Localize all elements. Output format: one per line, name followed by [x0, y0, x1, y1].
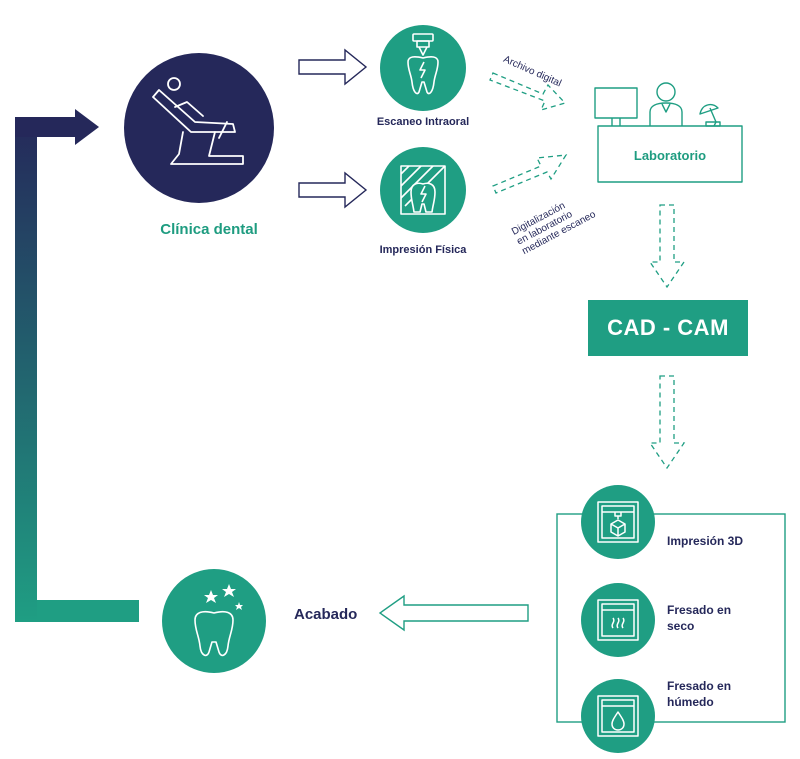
- return-arrow: [15, 109, 139, 622]
- machine-label-line: húmedo: [667, 695, 714, 709]
- intraoral-scanner-icon: [407, 33, 439, 95]
- arrow-to-physical: [298, 171, 368, 209]
- machine-label-line: seco: [667, 619, 695, 633]
- physical-label: Impresión Física: [379, 244, 467, 256]
- arrow-to-finishing: [378, 594, 529, 632]
- machine-label-wet-milling: Fresado en húmedo: [667, 678, 731, 710]
- machine-label-line: Fresado en: [667, 603, 732, 617]
- intraoral-label: Escaneo Intraoral: [376, 116, 470, 128]
- dental-chair-icon: [152, 77, 244, 165]
- machine-label-dry-milling: Fresado en seco: [667, 602, 731, 634]
- dashed-arrow-lab-to-cadcam: [648, 204, 686, 289]
- dashed-arrow-lab-scan: [492, 154, 568, 194]
- cadcam-box: CAD - CAM: [588, 300, 748, 356]
- dashed-arrow-cadcam-to-machines: [648, 375, 686, 470]
- lab-node: [594, 82, 743, 183]
- lab-label: Laboratorio: [633, 148, 707, 163]
- finishing-node: [162, 569, 266, 673]
- clinic-node: [124, 53, 274, 203]
- machine-node-wet-milling: [581, 679, 655, 753]
- machine-node-3d-printer: [581, 485, 655, 559]
- clinic-label: Clínica dental: [160, 221, 258, 238]
- finishing-label: Acabado: [294, 606, 358, 623]
- physical-node: [380, 147, 466, 233]
- intraoral-node: [380, 25, 466, 111]
- machine-node-dry-milling: [581, 583, 655, 657]
- dry-milling-icon: [597, 599, 639, 641]
- machine-label-line: Fresado en: [667, 679, 732, 693]
- machines-box: [556, 513, 786, 723]
- physical-impression-icon: [400, 165, 446, 215]
- finished-tooth-icon: [194, 610, 234, 657]
- sparkle-stars-icon: [204, 584, 243, 610]
- laboratory-desk-icon: [594, 82, 743, 183]
- arrow-to-intraoral: [298, 48, 368, 86]
- dashed-arrow-digital-file: [489, 72, 567, 112]
- wet-milling-icon: [597, 695, 639, 737]
- 3d-printer-icon: [597, 501, 639, 543]
- machine-label-3d-printing: Impresión 3D: [667, 534, 744, 548]
